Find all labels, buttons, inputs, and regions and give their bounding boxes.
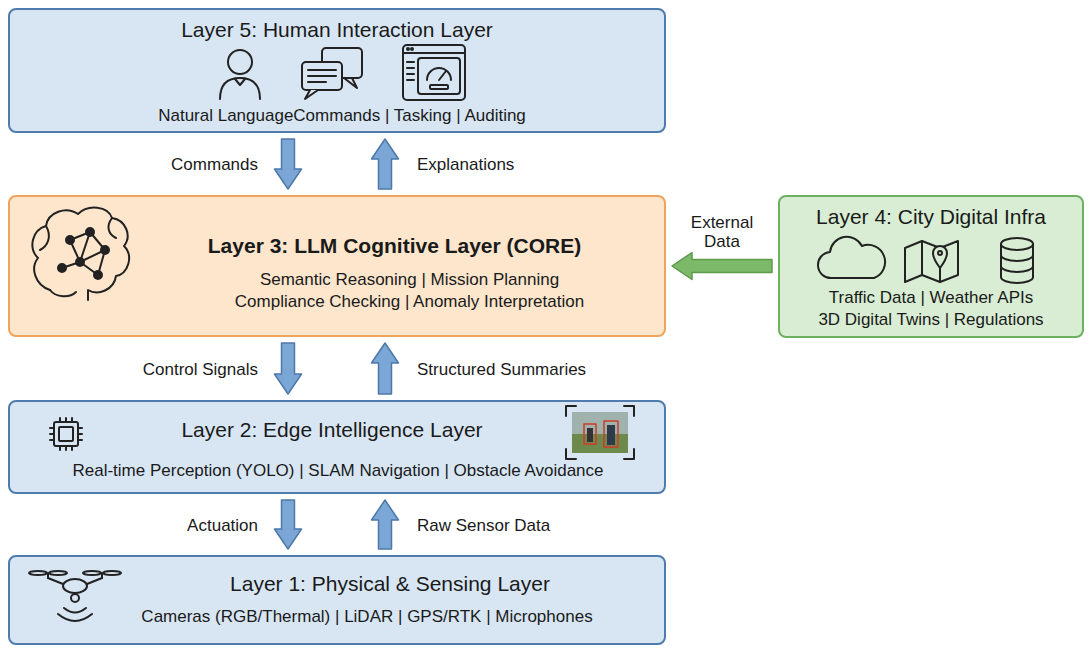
layer-title: Layer 4: City Digital Infra bbox=[816, 203, 1046, 230]
layer-title: Layer 5: Human Interaction Layer bbox=[181, 16, 493, 43]
layer-box: Layer 1: Physical & Sensing LayerCameras… bbox=[8, 555, 666, 645]
layer-box: Layer 4: City Digital InfraTraffic Data … bbox=[778, 195, 1084, 338]
flow-arrow bbox=[672, 253, 772, 280]
layer-description: Traffic Data | Weather APIs 3D Digital T… bbox=[816, 287, 1046, 331]
layer-description: Natural LanguageCommands | Tasking | Aud… bbox=[158, 105, 526, 127]
flow-arrow bbox=[372, 500, 399, 549]
flow-arrow bbox=[372, 139, 399, 189]
layer-box: Layer 5: Human Interaction LayerNatural … bbox=[8, 8, 666, 133]
flow-arrow bbox=[372, 343, 399, 394]
flow-arrow bbox=[275, 343, 302, 394]
edge-label: Actuation bbox=[187, 515, 258, 534]
layer-box: Layer 2: Edge Intelligence LayerReal-tim… bbox=[8, 400, 666, 494]
layer-description: Semantic Reasoning | Mission Planning Co… bbox=[225, 268, 595, 312]
layer-description: Cameras (RGB/Thermal) | LiDAR | GPS/RTK … bbox=[141, 606, 592, 628]
edge-label: Control Signals bbox=[143, 359, 258, 378]
edge-label: External Data bbox=[682, 213, 762, 251]
edge-label: Raw Sensor Data bbox=[417, 515, 550, 534]
flow-arrow bbox=[275, 139, 302, 189]
layer-description: Real-time Perception (YOLO) | SLAM Navig… bbox=[72, 460, 603, 482]
layer-title: Layer 1: Physical & Sensing Layer bbox=[230, 570, 550, 597]
edge-label: Commands bbox=[171, 155, 258, 174]
layer-box: Layer 3: LLM Cognitive Layer (CORE) Seman… bbox=[8, 195, 666, 337]
edge-label: Structured Summaries bbox=[417, 359, 586, 378]
layer-title: Layer 3: LLM Cognitive Layer (CORE) bbox=[208, 232, 581, 259]
layer-title: Layer 2: Edge Intelligence Layer bbox=[181, 416, 482, 443]
flow-arrow bbox=[275, 500, 302, 549]
edge-label: Explanations bbox=[417, 155, 514, 174]
